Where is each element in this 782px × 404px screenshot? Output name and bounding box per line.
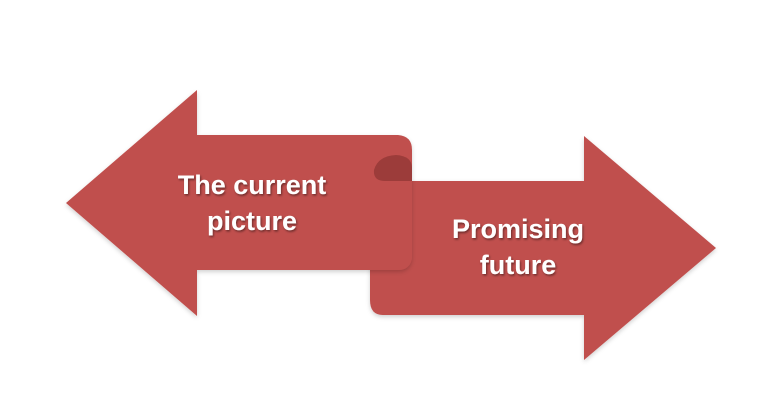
fold-curl: [373, 155, 412, 181]
left-arrow-shape: [66, 90, 412, 316]
right-label-line2: future: [480, 250, 557, 280]
left-label-line2: picture: [207, 206, 297, 236]
left-arrow-label: The current picture: [178, 170, 327, 236]
right-arrow-label: Promising future: [452, 214, 584, 280]
left-label-line1: The current: [178, 170, 327, 200]
right-arrow-shape: [370, 136, 716, 360]
fold-shadow: [373, 155, 412, 181]
left-arrow: [66, 90, 412, 316]
right-label-line1: Promising: [452, 214, 584, 244]
right-arrow: [370, 136, 716, 360]
